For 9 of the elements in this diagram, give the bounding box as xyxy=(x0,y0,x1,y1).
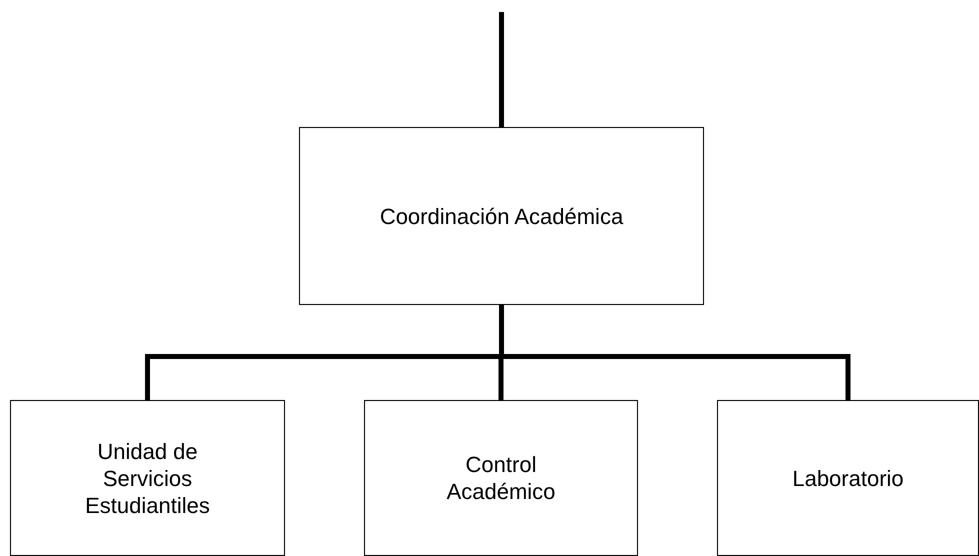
unit-name: Unidad de Servicios Estudiantiles xyxy=(84,438,211,518)
org-box xyxy=(299,127,704,305)
unit-name: Laboratorio xyxy=(792,464,904,492)
org-box xyxy=(364,400,638,556)
unit-name: Coordinación Académica xyxy=(380,202,624,230)
org-box xyxy=(10,400,285,556)
org-box xyxy=(717,400,979,556)
connector-line xyxy=(499,12,504,127)
unit-name: Control Académico xyxy=(446,451,556,505)
